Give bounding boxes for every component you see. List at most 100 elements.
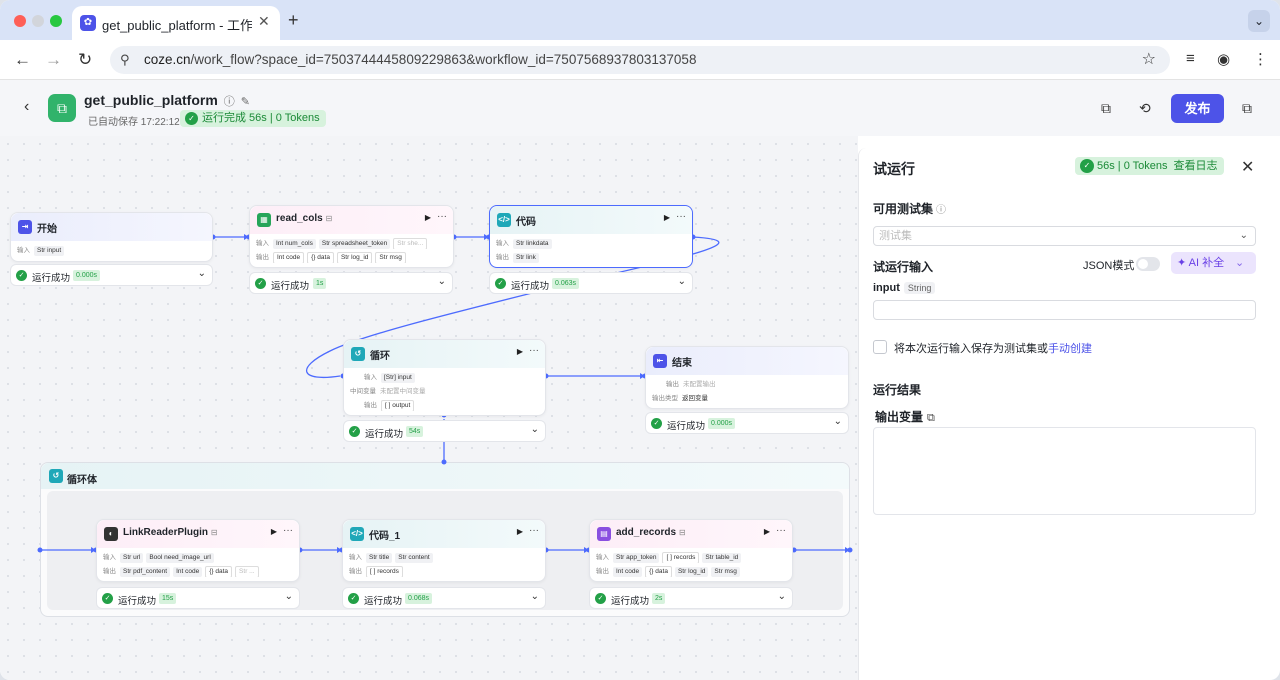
edit-icon[interactable]: ✎ <box>240 96 251 108</box>
run-node-icon[interactable]: ▶ <box>270 527 277 536</box>
node-title: 开始 <box>37 224 57 235</box>
success-icon: ✓ <box>348 593 359 604</box>
info-icon[interactable]: ⓘ <box>936 205 947 216</box>
loop-icon: ↺ <box>351 347 365 361</box>
back-arrow-icon[interactable]: ← <box>14 50 31 69</box>
browser-tab[interactable]: ✿ get_public_platform - 工作流 ✕ <box>72 6 280 40</box>
output-box <box>873 427 1256 515</box>
new-tab-icon[interactable]: + <box>288 10 299 30</box>
chevron-down-icon[interactable]: ⌄ <box>1235 257 1245 269</box>
tab-close-icon[interactable]: ✕ <box>258 13 270 29</box>
chevron-down-icon[interactable]: ⌄ <box>284 591 293 602</box>
tab-title: get_public_platform - 工作流 <box>102 18 252 33</box>
chevron-down-icon[interactable]: ⌄ <box>530 424 539 435</box>
json-mode-toggle[interactable] <box>1136 257 1160 271</box>
chevron-down-icon[interactable]: ⌄ <box>530 591 539 602</box>
more-icon[interactable]: ··· <box>283 525 293 536</box>
success-icon: ✓ <box>349 426 360 437</box>
chevron-down-icon[interactable]: ⌄ <box>197 268 206 279</box>
coze-favicon-icon: ✿ <box>80 15 96 31</box>
chevron-down-icon[interactable]: ⌄ <box>833 416 842 427</box>
node-title: read_cols ⊟ <box>276 213 333 224</box>
node-outputs: 输出[ ] output <box>364 399 539 411</box>
input-field[interactable] <box>873 300 1256 320</box>
records-icon: ▤ <box>597 527 611 541</box>
bookmark-star-icon[interactable]: ☆ <box>1141 51 1156 68</box>
history-icon[interactable]: ⟲ <box>1139 100 1151 116</box>
reading-list-icon[interactable]: ≡ <box>1186 50 1195 67</box>
more-icon[interactable]: ··· <box>776 525 786 536</box>
plugin-icon: ◐ <box>104 527 118 541</box>
chevron-down-icon[interactable]: ⌄ <box>437 276 446 287</box>
more-icon[interactable]: ··· <box>529 525 539 536</box>
minimize-window-button[interactable] <box>32 15 44 27</box>
run-node-icon[interactable]: ▶ <box>516 347 523 356</box>
run-node-icon[interactable]: ▶ <box>424 213 431 222</box>
copy-icon[interactable]: ⧉ <box>1101 100 1111 116</box>
more-menu-icon[interactable]: ⋮ <box>1253 51 1268 68</box>
run-input-label: 试运行输入 <box>873 260 934 274</box>
forward-arrow-icon[interactable]: → <box>45 50 62 69</box>
node-end[interactable]: ⇤ 结束 输出未配置输出 输出类型返回变量 <box>645 346 849 409</box>
node-title: LinkReaderPlugin ⊟ <box>123 527 218 538</box>
more-icon[interactable]: ··· <box>437 211 447 222</box>
back-icon[interactable]: ‹ <box>24 98 30 115</box>
window-icon[interactable]: ⧉ <box>1242 100 1252 116</box>
tab-bar: ✿ get_public_platform - 工作流 ✕ + ⌄ <box>0 0 1280 40</box>
save-testset-checkbox[interactable] <box>873 340 887 354</box>
run-node-icon[interactable]: ▶ <box>516 527 523 536</box>
publish-button[interactable]: 发布 <box>1171 94 1224 123</box>
testset-select[interactable]: 测试集⌄ <box>873 226 1256 246</box>
more-icon[interactable]: ··· <box>529 345 539 356</box>
tab-search-icon[interactable]: ⌄ <box>1248 10 1270 32</box>
copy-icon[interactable]: ⧉ <box>927 412 935 424</box>
close-window-button[interactable] <box>14 15 26 27</box>
chevron-down-icon[interactable]: ⌄ <box>777 591 786 602</box>
run-node-icon[interactable]: ▶ <box>763 527 770 536</box>
run-node-icon[interactable]: ▶ <box>663 213 670 222</box>
success-icon: ✓ <box>16 270 27 281</box>
more-icon[interactable]: ··· <box>676 211 686 222</box>
close-icon[interactable]: ✕ <box>1241 159 1255 176</box>
chevron-down-icon[interactable]: ⌄ <box>677 276 686 287</box>
info-icon[interactable]: ⓘ <box>223 96 235 108</box>
maximize-window-button[interactable] <box>50 15 62 27</box>
manual-create-link[interactable]: 手动创建 <box>1048 343 1092 355</box>
view-log-link[interactable]: 查看日志 <box>1173 160 1218 172</box>
code-icon: </> <box>350 527 364 541</box>
ai-fill-button[interactable]: ✦ AI 补全⌄ <box>1171 252 1256 274</box>
site-info-icon[interactable]: ⚲ <box>120 52 130 67</box>
node-loop[interactable]: ↺ 循环 ▶··· 输入[Str] input 中间变量未配置中间变量 输出[ … <box>343 339 546 416</box>
profile-icon[interactable]: ◉ <box>1217 51 1231 68</box>
workflow-canvas[interactable]: ↺ 循环体 <box>0 136 858 680</box>
success-icon: ✓ <box>102 593 113 604</box>
check-icon: ✓ <box>185 112 198 125</box>
address-bar-row: ← → ↻ ⚲coze.cn/work_flow?space_id=750374… <box>0 40 1280 80</box>
url-field[interactable]: ⚲coze.cn/work_flow?space_id=750374444580… <box>110 46 1170 74</box>
reload-icon[interactable]: ↻ <box>78 50 93 69</box>
end-icon: ⇤ <box>653 354 667 368</box>
node-title: 循环 <box>370 351 390 362</box>
